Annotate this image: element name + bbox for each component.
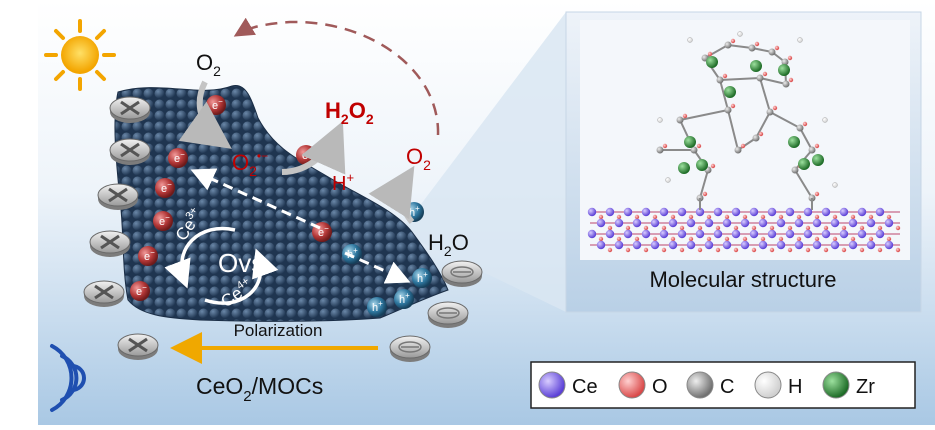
- piezo-disc-icon: [97, 183, 139, 210]
- piezo-disc-icon: [441, 260, 483, 287]
- legend-item-c: C: [686, 371, 734, 399]
- superoxide-label: O2•−: [232, 149, 268, 179]
- electron: e−: [130, 281, 150, 301]
- sun-icon: [44, 19, 116, 91]
- electron-migration-arrow: [190, 168, 321, 230]
- electron: e−: [153, 211, 173, 231]
- o2-reduction-arrow: [178, 80, 232, 149]
- h2o2-label: H2O2: [325, 98, 374, 127]
- ce-redox-cycle: [164, 226, 279, 305]
- svg-text:e−: e−: [159, 213, 170, 228]
- svg-text:h+: h+: [417, 270, 428, 285]
- o2-recycle-arrow: [233, 17, 440, 136]
- piezo-disc-icon: [117, 333, 159, 360]
- piezo-disc-icon: [83, 280, 125, 307]
- moc-cage: [656, 31, 838, 210]
- ceo2-slab: [587, 207, 901, 253]
- svg-text:e−: e−: [144, 248, 155, 263]
- water-oxidation-arrow: [368, 165, 415, 224]
- ovs-label: Ovs: [218, 248, 264, 278]
- legend-item-h: H: [754, 371, 802, 399]
- legend-box: [530, 361, 916, 409]
- svg-text:Ce: Ce: [572, 376, 598, 398]
- o2-right-label: O2: [406, 144, 431, 173]
- legend-item-o: O: [618, 371, 668, 399]
- h-plus-label: H+: [332, 170, 354, 195]
- svg-text:H: H: [788, 376, 802, 398]
- svg-text:h+: h+: [372, 299, 383, 314]
- electron: e−: [138, 246, 158, 266]
- svg-text:e−: e−: [174, 150, 185, 165]
- legend: Ce O C H Zr: [538, 371, 875, 399]
- hole: h+: [394, 289, 414, 309]
- panel-title: Molecular structure: [649, 267, 836, 292]
- material-label: CeO2/MOCs: [196, 373, 323, 405]
- electron: e−: [168, 148, 188, 168]
- svg-text:Zr: Zr: [856, 376, 875, 398]
- piezo-disc-icon: [89, 230, 131, 257]
- piezo-disc-icon: [389, 335, 431, 362]
- svg-text:e−: e−: [161, 180, 172, 195]
- piezo-disc-icon: [109, 138, 151, 165]
- h2o-label: H2O: [428, 230, 469, 259]
- svg-text:e−: e−: [318, 224, 329, 239]
- svg-text:C: C: [720, 376, 734, 398]
- hole-migration-arrow: [344, 251, 411, 284]
- svg-text:e−: e−: [136, 283, 147, 298]
- legend-item-zr: Zr: [822, 371, 875, 399]
- piezo-discs: [83, 96, 483, 362]
- hole: h+: [367, 297, 387, 317]
- legend-item-ce: Ce: [538, 371, 598, 399]
- svg-text:O: O: [652, 376, 668, 398]
- electron: e−: [206, 95, 226, 115]
- piezo-disc-icon: [109, 96, 151, 123]
- h2o2-formation-arrow: [281, 121, 346, 175]
- piezo-disc-icon: [427, 301, 469, 328]
- polarization-label: Polarization: [234, 321, 323, 340]
- svg-text:h+: h+: [399, 291, 410, 306]
- callout-wedge: [400, 12, 566, 312]
- electron: e−: [155, 178, 175, 198]
- hole: h+: [412, 268, 432, 288]
- ultrasound-wave-icon: [50, 344, 86, 412]
- o2-top-label: O2: [196, 50, 221, 79]
